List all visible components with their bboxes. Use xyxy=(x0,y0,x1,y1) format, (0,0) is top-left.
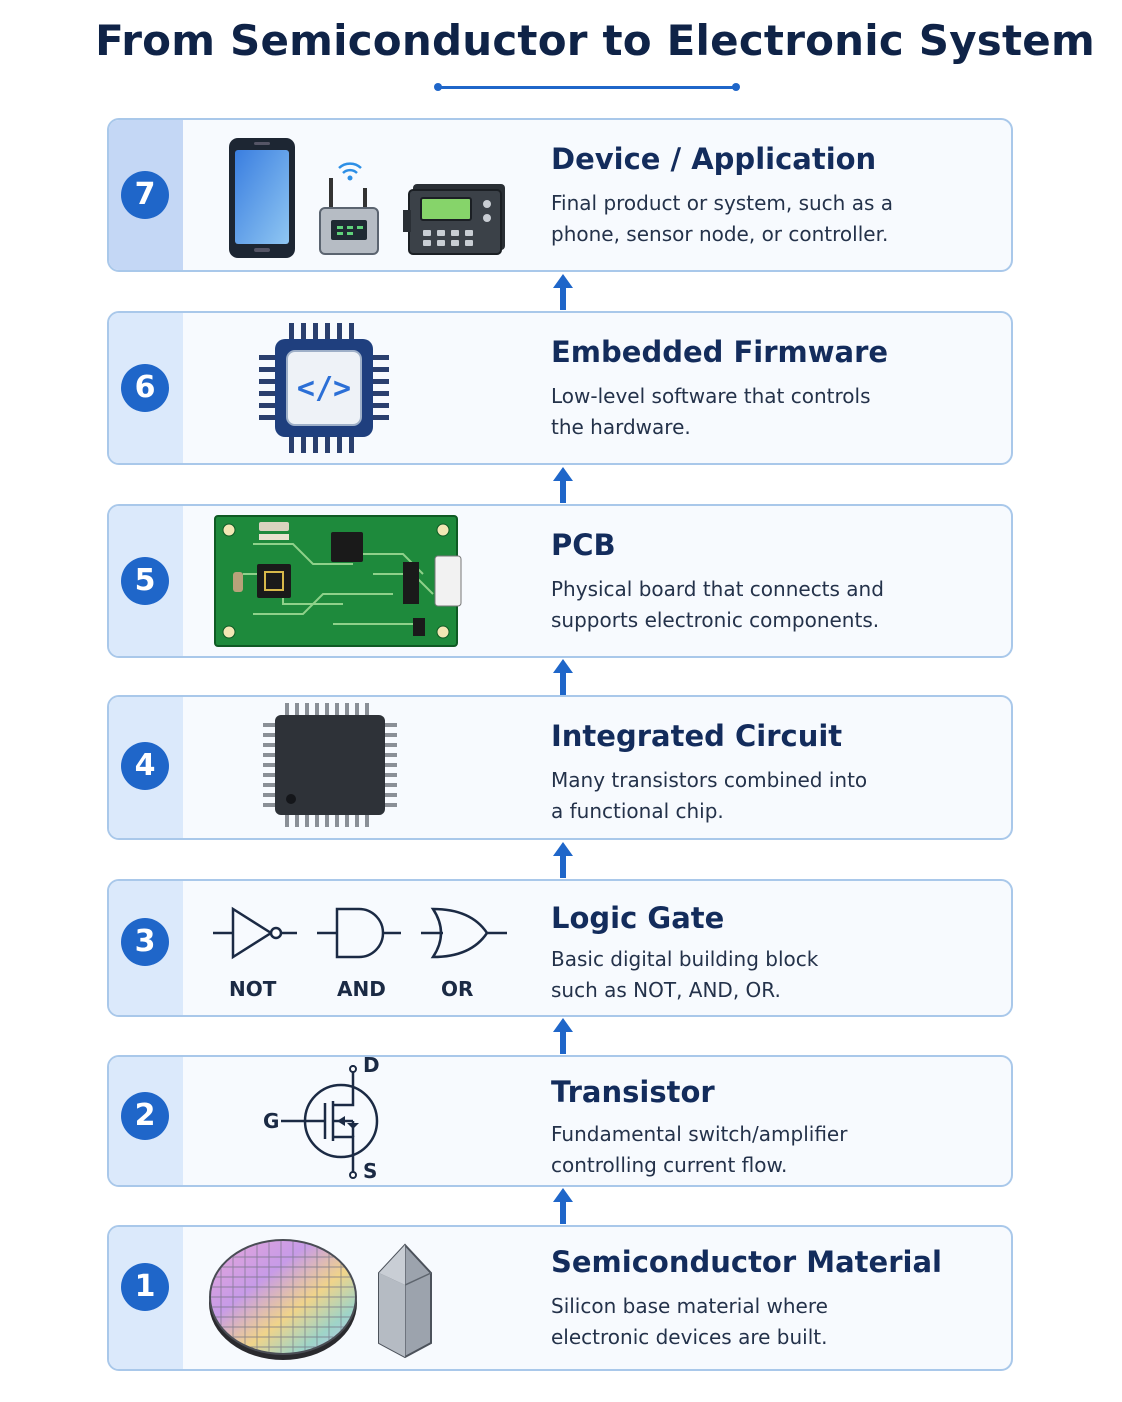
step-description: Fundamental switch/amplifier controlling… xyxy=(551,1119,931,1181)
up-arrow-icon xyxy=(553,659,573,695)
step-description: Silicon base material where electronic d… xyxy=(551,1291,931,1353)
step-description: Physical board that connects and support… xyxy=(551,574,931,636)
step-card-4: 4 Integrated Circuit Many transistors co… xyxy=(107,695,1013,840)
firmware-chip-icon: </> xyxy=(259,323,389,453)
gate-terminal-label: G xyxy=(263,1109,280,1133)
up-arrow-icon xyxy=(553,274,573,310)
not-gate-label: NOT xyxy=(229,977,277,1001)
source-terminal-label: S xyxy=(363,1159,378,1183)
step-heading: Embedded Firmware xyxy=(551,335,889,369)
step-heading: Device / Application xyxy=(551,142,877,176)
step-heading: Logic Gate xyxy=(551,901,725,935)
desc-line: Silicon base material where xyxy=(551,1294,828,1318)
step-card-6: 6 </> Embedded Firmware Low-level softwa… xyxy=(107,311,1013,465)
step-number-badge: 7 xyxy=(121,171,169,219)
controller-icon xyxy=(403,184,505,255)
step-card-1: 1 Semiconductor Material Silicon base ma… xyxy=(107,1225,1013,1371)
up-arrow-icon xyxy=(553,1188,573,1224)
desc-line: such as NOT, AND, OR. xyxy=(551,978,781,1002)
step-number-badge: 5 xyxy=(121,557,169,605)
not-gate-icon xyxy=(213,906,297,960)
desc-line: the hardware. xyxy=(551,415,691,439)
desc-line: a functional chip. xyxy=(551,799,724,823)
page-title: From Semiconductor to Electronic System xyxy=(95,16,1095,65)
step-heading: PCB xyxy=(551,528,616,562)
step-number-badge: 3 xyxy=(121,918,169,966)
step-heading: Transistor xyxy=(551,1075,715,1109)
silicon-crystal-icon xyxy=(378,1243,432,1359)
up-arrow-icon xyxy=(553,467,573,503)
step-number-badge: 2 xyxy=(121,1092,169,1140)
desc-line: Basic digital building block xyxy=(551,947,819,971)
step-description: Basic digital building block such as NOT… xyxy=(551,944,931,1006)
svg-text:</>: </> xyxy=(297,371,351,406)
desc-line: Final product or system, such as a xyxy=(551,191,893,215)
desc-line: Physical board that connects and xyxy=(551,577,884,601)
desc-line: phone, sensor node, or controller. xyxy=(551,222,889,246)
up-arrow-icon xyxy=(553,1018,573,1054)
title-underline xyxy=(434,83,740,91)
step-description: Many transistors combined into a functio… xyxy=(551,765,931,827)
step-card-7: 7 Device / Application Final product or … xyxy=(107,118,1013,272)
step-number-badge: 6 xyxy=(121,364,169,412)
desc-line: Many transistors combined into xyxy=(551,768,868,792)
or-gate-label: OR xyxy=(441,977,474,1001)
smartphone-icon xyxy=(229,138,295,258)
step-card-5: 5 PCB Physical board that connects and s… xyxy=(107,504,1013,658)
and-gate-icon xyxy=(317,907,401,959)
ic-chip-icon xyxy=(263,703,397,827)
desc-line: controlling current flow. xyxy=(551,1153,788,1177)
step-description: Low-level software that controls the har… xyxy=(551,381,931,443)
step-card-2: 2 G D S Transistor Fundamental switch/am… xyxy=(107,1055,1013,1187)
desc-line: supports electronic components. xyxy=(551,608,880,632)
step-description: Final product or system, such as a phone… xyxy=(551,188,931,250)
drain-terminal-label: D xyxy=(363,1055,380,1077)
desc-line: electronic devices are built. xyxy=(551,1325,828,1349)
up-arrow-icon xyxy=(553,842,573,878)
or-gate-icon xyxy=(421,907,507,959)
desc-line: Fundamental switch/amplifier xyxy=(551,1122,848,1146)
wireless-sensor-icon xyxy=(319,162,379,255)
step-heading: Integrated Circuit xyxy=(551,719,843,753)
mosfet-symbol-icon xyxy=(281,1065,379,1179)
step-number-badge: 1 xyxy=(121,1263,169,1311)
desc-line: Low-level software that controls xyxy=(551,384,871,408)
step-heading: Semiconductor Material xyxy=(551,1245,942,1279)
step-number-badge: 4 xyxy=(121,742,169,790)
step-card-3: 3 NOT AND OR Logic Gate Basic digital bu… xyxy=(107,879,1013,1017)
and-gate-label: AND xyxy=(337,977,386,1001)
pcb-board-icon xyxy=(214,515,462,647)
silicon-wafer-icon xyxy=(209,1239,357,1360)
